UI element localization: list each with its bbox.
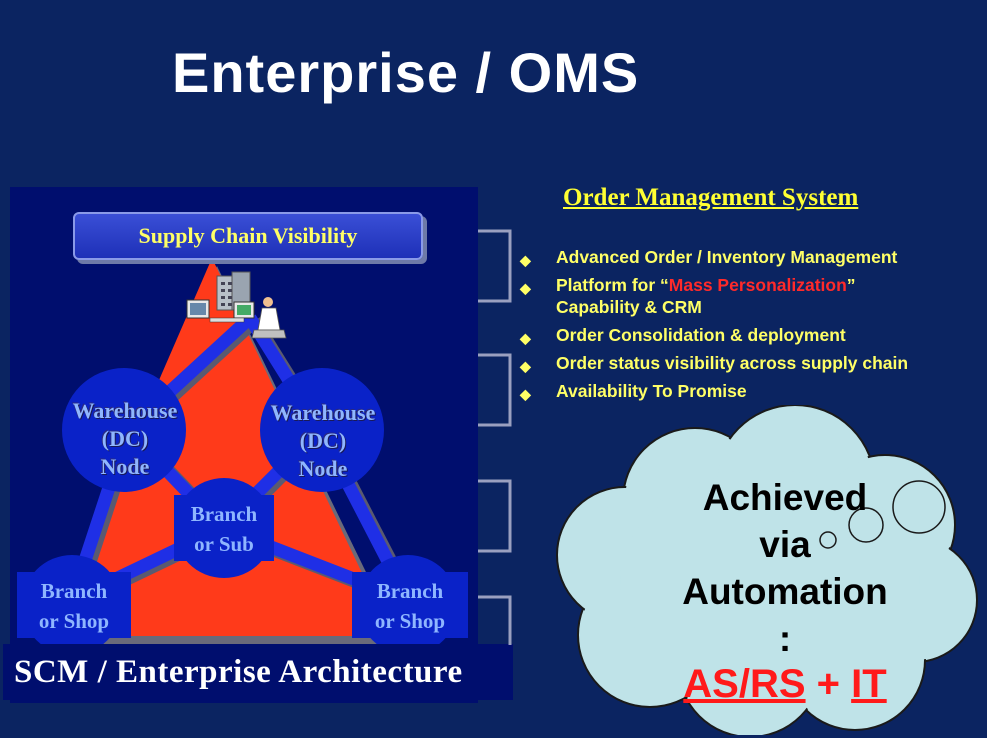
warehouse-left-label: Warehouse (DC) Node [62, 397, 188, 481]
branch-shop-right-label: Branch or Shop [352, 576, 468, 636]
supply-chain-visibility-box: Supply Chain Visibility [73, 212, 423, 260]
bullet-text: Advanced Order / Inventory Management [556, 247, 898, 267]
thought-bubble-medium [848, 507, 884, 543]
cloud-accent: AS/RS + IT [640, 662, 930, 707]
scm-diagram [17, 258, 468, 655]
oms-bullet-list: ◆ Advanced Order / Inventory Management ◆… [518, 246, 908, 408]
warehouse-right-line-1: Warehouse [270, 400, 376, 425]
cloud-line-2: via [759, 524, 811, 565]
bullet-text: Order status visibility across supply ch… [556, 353, 909, 373]
list-item: ◆ Order status visibility across supply c… [518, 352, 908, 374]
computer-icon [186, 299, 255, 323]
warehouse-node-left [62, 368, 186, 492]
diamond-bullet-icon: ◆ [520, 330, 531, 346]
bullet-text-prefix: Platform for “ [556, 275, 669, 295]
thought-cloud [556, 405, 978, 735]
branch-sub-box [174, 495, 274, 561]
footer-bar [3, 644, 513, 700]
diamond-bullet-icon: ◆ [520, 386, 531, 402]
warehouse-node-right [260, 368, 384, 492]
cloud-line-3: Automation [682, 571, 888, 612]
branch-sub-line-1: Branch [190, 502, 258, 526]
list-item: ◆ Availability To Promise [518, 380, 908, 402]
warehouse-right-label: Warehouse (DC) Node [260, 399, 386, 483]
cloud-line-4: : [778, 618, 792, 659]
warehouse-right-line-3: Node [298, 456, 348, 481]
bullet-text: Order Consolidation & deployment [556, 325, 846, 345]
cloud-text: Achieved via Automation : [640, 474, 930, 662]
supply-chain-triangle [48, 258, 392, 636]
it-text: IT [851, 662, 887, 706]
slide-title: Enterprise / OMS [172, 41, 640, 104]
diamond-bullet-icon: ◆ [520, 252, 531, 268]
warehouse-left-line-2: (DC) [101, 426, 149, 451]
branch-shop-left-line-2: or Shop [38, 609, 110, 633]
thought-bubble-large [892, 480, 946, 534]
bullet-text: Availability To Promise [556, 381, 747, 401]
warehouse-left-line-3: Node [100, 454, 150, 479]
bullet-text-suffix: ” [846, 275, 856, 295]
branch-shop-right-box [352, 572, 468, 638]
diamond-bullet-icon: ◆ [520, 280, 531, 296]
branch-shop-left-line-1: Branch [40, 579, 108, 603]
server-icon [216, 271, 251, 311]
branch-sub-line-2: or Sub [194, 532, 254, 556]
branch-shop-left-box [17, 572, 131, 638]
branch-shop-right-line-1: Branch [376, 579, 444, 603]
bullet-highlight: Mass Personalization [668, 275, 847, 295]
plus-sign: + [805, 662, 852, 706]
list-item: ◆ Advanced Order / Inventory Management [518, 246, 908, 268]
bullet-text: Capability & CRM [556, 297, 702, 317]
cloud-line-1: Achieved [702, 477, 868, 518]
branch-shop-left-label: Branch or Shop [17, 576, 131, 636]
diamond-bullet-icon: ◆ [520, 358, 531, 374]
thought-bubble-small [819, 531, 837, 549]
branch-shop-right-line-2: or Shop [374, 609, 446, 633]
warehouse-right-line-2: (DC) [299, 428, 347, 453]
bracket-decorations [478, 229, 512, 645]
asrs-text: AS/RS [683, 662, 806, 706]
branch-sub-label: Branch or Sub [174, 499, 274, 559]
person-at-desk-icon [251, 297, 287, 339]
warehouse-left-line-1: Warehouse [72, 398, 178, 423]
oms-heading: Order Management System [563, 184, 859, 211]
list-item: ◆ Platform for “Mass Personalization” Capa… [518, 274, 908, 318]
architecture-caption: SCM / Enterprise Architecture [14, 654, 463, 690]
list-item: ◆ Order Consolidation & deployment [518, 324, 908, 346]
